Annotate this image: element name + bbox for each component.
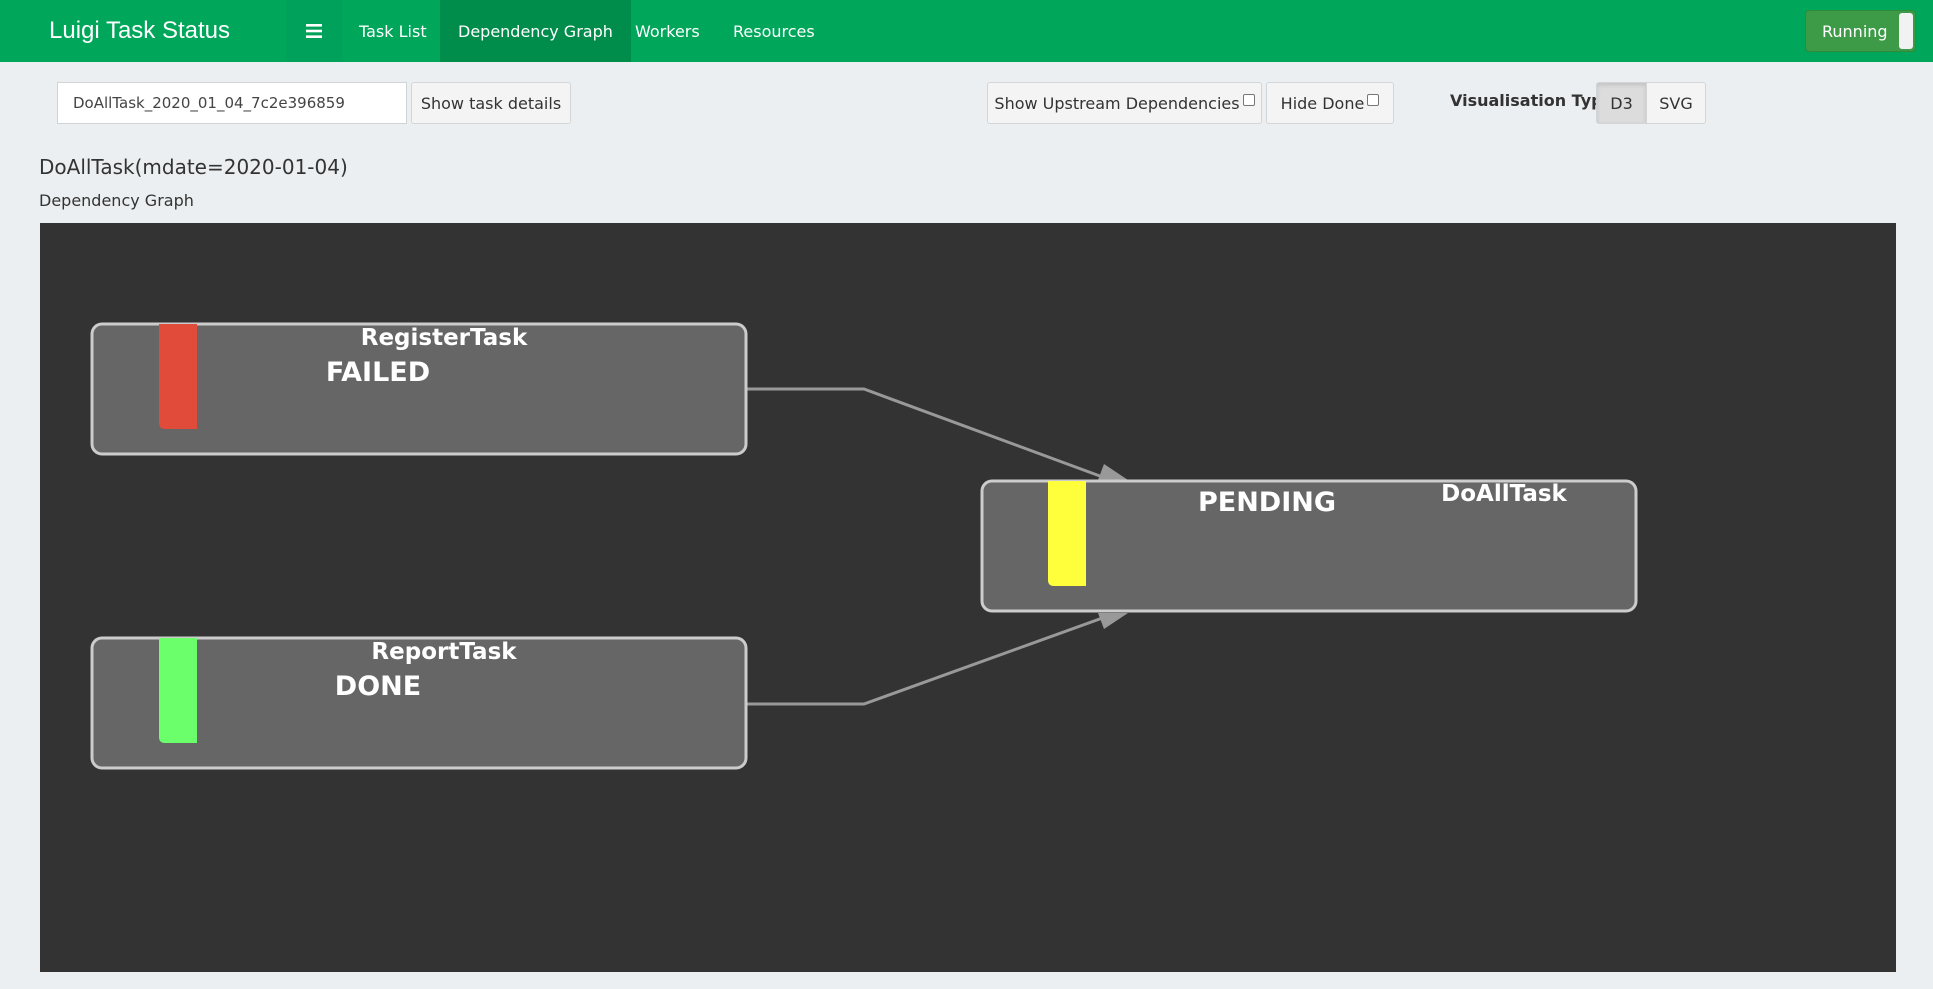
top-navbar: Luigi Task Status Task List Dependency G… xyxy=(0,0,1933,62)
node-name-label: DoAllTask xyxy=(1441,481,1567,507)
node-box xyxy=(980,479,1638,613)
edge-report-arrowhead xyxy=(1098,613,1128,629)
graph-node-report-task[interactable]: ReportTask DONE xyxy=(90,636,748,770)
graph-node-register-task[interactable]: RegisterTask FAILED xyxy=(90,322,748,456)
edge-register-arrowhead xyxy=(1098,464,1128,480)
hide-done-label: Hide Done xyxy=(1280,93,1365,113)
node-status-label: DONE xyxy=(335,671,421,702)
visualisation-d3-button[interactable]: D3 xyxy=(1596,82,1647,124)
node-name-label: ReportTask xyxy=(371,639,517,665)
visualisation-svg-button[interactable]: SVG xyxy=(1646,82,1706,124)
node-box xyxy=(90,636,748,770)
dependency-graph-canvas[interactable]: RegisterTask FAILED ReportTask DONE PEND… xyxy=(40,223,1896,972)
node-status-label: PENDING xyxy=(1198,487,1336,518)
app-brand-title[interactable]: Luigi Task Status xyxy=(49,17,230,44)
node-box xyxy=(90,322,748,456)
node-status-label: FAILED xyxy=(326,357,430,388)
nav-tab-dependency-graph[interactable]: Dependency Graph xyxy=(440,0,631,62)
nav-tab-resources[interactable]: Resources xyxy=(733,21,815,41)
show-task-details-button[interactable]: Show task details xyxy=(411,82,571,124)
task-heading: DoAllTask(mdate=2020-01-04) xyxy=(39,155,348,179)
edge-register-to-doall xyxy=(747,387,1109,481)
hide-done-checkbox[interactable] xyxy=(1367,94,1380,106)
running-status-toggle[interactable]: Running xyxy=(1805,10,1916,52)
show-upstream-checkbox[interactable] xyxy=(1242,94,1255,106)
toggle-knob xyxy=(1899,13,1913,49)
nav-tab-task-list[interactable]: Task List xyxy=(359,21,427,41)
show-upstream-dependencies-button[interactable]: Show Upstream Dependencies xyxy=(987,82,1262,124)
status-bar-pending xyxy=(1048,481,1086,586)
visualisation-type-label: Visualisation Type xyxy=(1450,91,1614,110)
graph-node-doall-task[interactable]: PENDING DoAllTask xyxy=(980,479,1638,613)
task-id-input[interactable] xyxy=(57,82,407,124)
edge-report-to-doall xyxy=(747,614,1109,706)
running-status-label: Running xyxy=(1822,21,1888,41)
hide-done-button[interactable]: Hide Done xyxy=(1266,82,1394,124)
nav-tab-workers[interactable]: Workers xyxy=(635,21,700,41)
node-name-label: RegisterTask xyxy=(361,325,528,351)
hamburger-menu-icon[interactable] xyxy=(286,0,342,62)
show-upstream-label: Show Upstream Dependencies xyxy=(994,93,1240,113)
status-bar-done xyxy=(159,638,197,743)
status-bar-failed xyxy=(159,324,197,429)
graph-subtitle: Dependency Graph xyxy=(39,191,194,210)
